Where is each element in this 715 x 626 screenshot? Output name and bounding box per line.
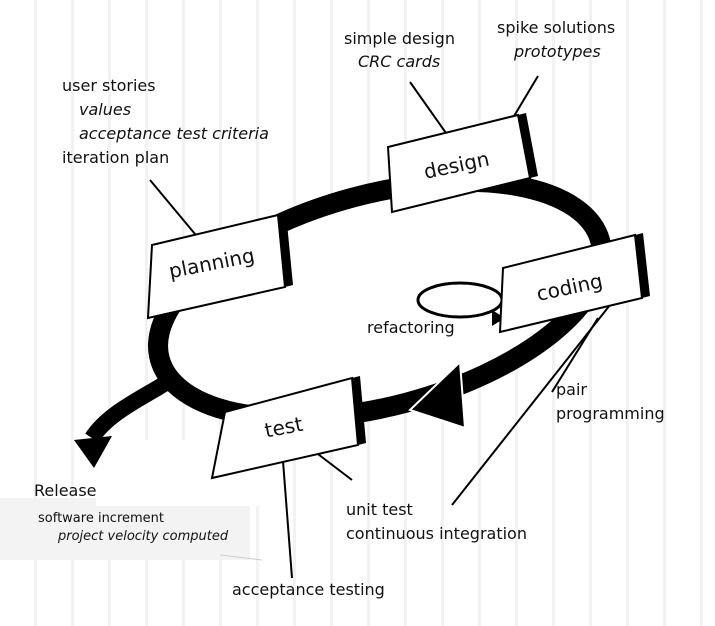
release-arrowhead <box>74 436 112 468</box>
phase-design: design <box>386 113 538 214</box>
cycle-arrowhead <box>408 359 467 430</box>
release-software-increment: software increment <box>38 511 165 526</box>
pair-programming-line2: programming <box>556 404 665 423</box>
phase-coding: coding <box>498 233 650 334</box>
phase-test: test <box>210 376 366 480</box>
refactoring-arrowhead <box>492 310 505 326</box>
planning-note-iteration-plan: iteration plan <box>62 148 170 167</box>
leader-acceptance <box>281 447 293 579</box>
release-arrow <box>85 368 183 443</box>
phase-planning: planning <box>146 213 293 320</box>
continuous-integration-label: continuous integration <box>346 524 527 543</box>
leader-release <box>219 554 263 561</box>
unit-test-label: unit test <box>346 500 413 519</box>
design-note-crc-cards: CRC cards <box>358 52 441 71</box>
release-title: Release <box>34 481 97 500</box>
release-panel <box>0 498 250 560</box>
acceptance-testing-label: acceptance testing <box>232 580 385 599</box>
release-project-velocity: project velocity computed <box>58 529 229 544</box>
refactoring-label: refactoring <box>367 318 455 337</box>
planning-note-values: values <box>79 100 132 119</box>
planning-note-acceptance-criteria: acceptance test criteria <box>79 124 269 143</box>
design-note-prototypes: prototypes <box>514 42 601 61</box>
design-note-spike-solutions: spike solutions <box>497 18 616 37</box>
design-note-simple-design: simple design <box>344 29 455 48</box>
pair-programming-line1: pair <box>556 380 587 399</box>
leader-ci <box>451 304 611 506</box>
planning-note-user-stories: user stories <box>62 76 156 95</box>
